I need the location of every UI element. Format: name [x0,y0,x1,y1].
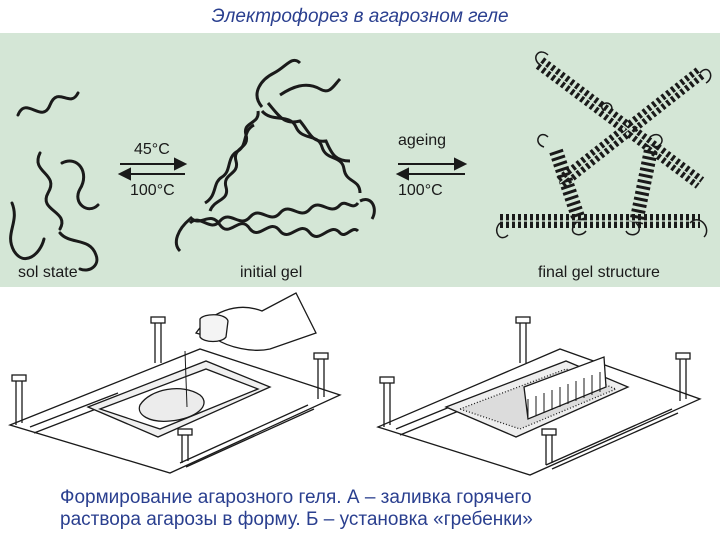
gel-casting-illustration [0,287,720,487]
caption-line-1: Формирование агарозного геля. А – заливк… [60,487,700,509]
stage-label-initial-gel: initial gel [240,264,302,281]
arrow-left-bottom-label: 100°C [130,182,175,199]
diagram-background [0,33,720,287]
stage-label-sol: sol state [18,264,78,281]
casting-tray-a [10,293,340,473]
casting-tray-b [378,317,700,475]
arrow-right-bottom-label: 100°C [398,182,443,199]
figure-caption: Формирование агарозного геля. А – заливк… [60,487,700,531]
caption-line-2: раствора агарозы в форму. Б – установка … [60,509,700,531]
gelation-diagram: 45°C 100°C ageing 100°C [0,33,720,287]
arrow-right-top-label: ageing [398,132,446,149]
arrow-left-top-label: 45°C [134,141,170,158]
slide-title: Электрофорез в агарозном геле [0,6,720,28]
stage-label-final-gel: final gel structure [538,264,660,281]
